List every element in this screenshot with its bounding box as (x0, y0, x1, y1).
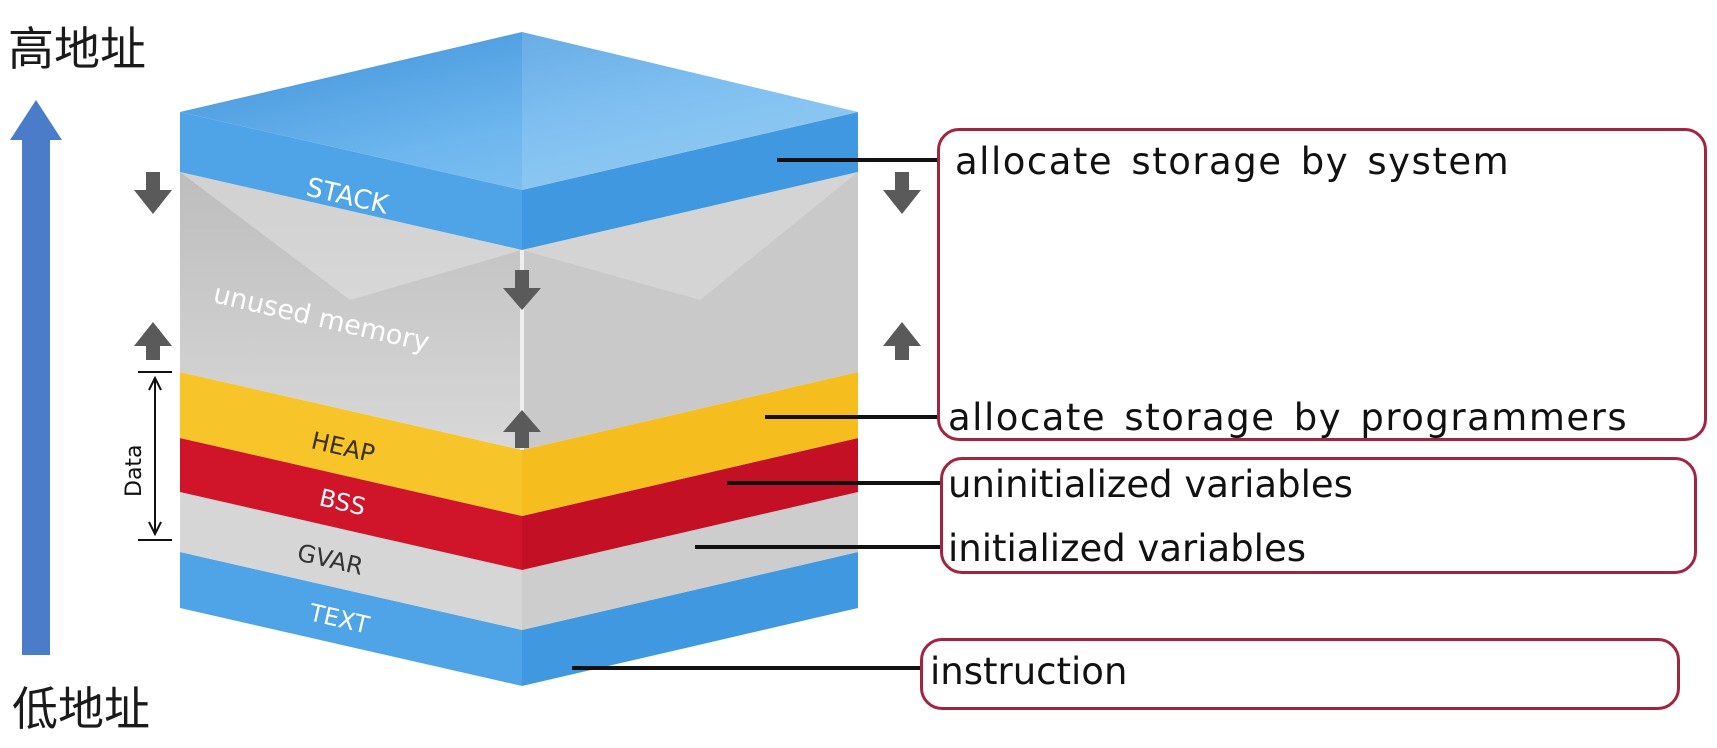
note-programmers: allocate storage by programmers (948, 396, 1629, 439)
segment-stack-face-left (180, 112, 522, 250)
cube-top-face (180, 32, 858, 190)
data-range-bracket (138, 371, 172, 541)
arrow-up-icon (134, 322, 921, 448)
segment-gvar-face-right (522, 492, 858, 630)
segment-text-face-right (522, 552, 858, 686)
note-instruction: instruction (930, 650, 1128, 693)
segment-heap-face-left (180, 372, 522, 516)
segment-gvar-face-left (180, 492, 522, 630)
note-frame-variables (940, 457, 1697, 574)
low-address-label: 低地址 (12, 682, 150, 736)
segment-bss-face-left (180, 438, 522, 570)
segment-text-face-left (180, 552, 522, 686)
note-system: allocate storage by system (955, 140, 1511, 183)
segment-stack-face-right (522, 112, 858, 250)
segment-heap-face-right (522, 372, 858, 516)
note-initialized: initialized variables (948, 527, 1307, 570)
note-uninitialized: uninitialized variables (948, 463, 1353, 506)
data-bracket-label: Data (122, 444, 147, 497)
note-frame-stack-heap (937, 128, 1707, 441)
high-address-label: 高地址 (8, 22, 146, 76)
arrow-down-icon (134, 172, 921, 310)
segment-bss-face-right (522, 438, 858, 570)
note-frame-instruction (920, 638, 1680, 710)
address-direction-arrow (10, 100, 62, 655)
